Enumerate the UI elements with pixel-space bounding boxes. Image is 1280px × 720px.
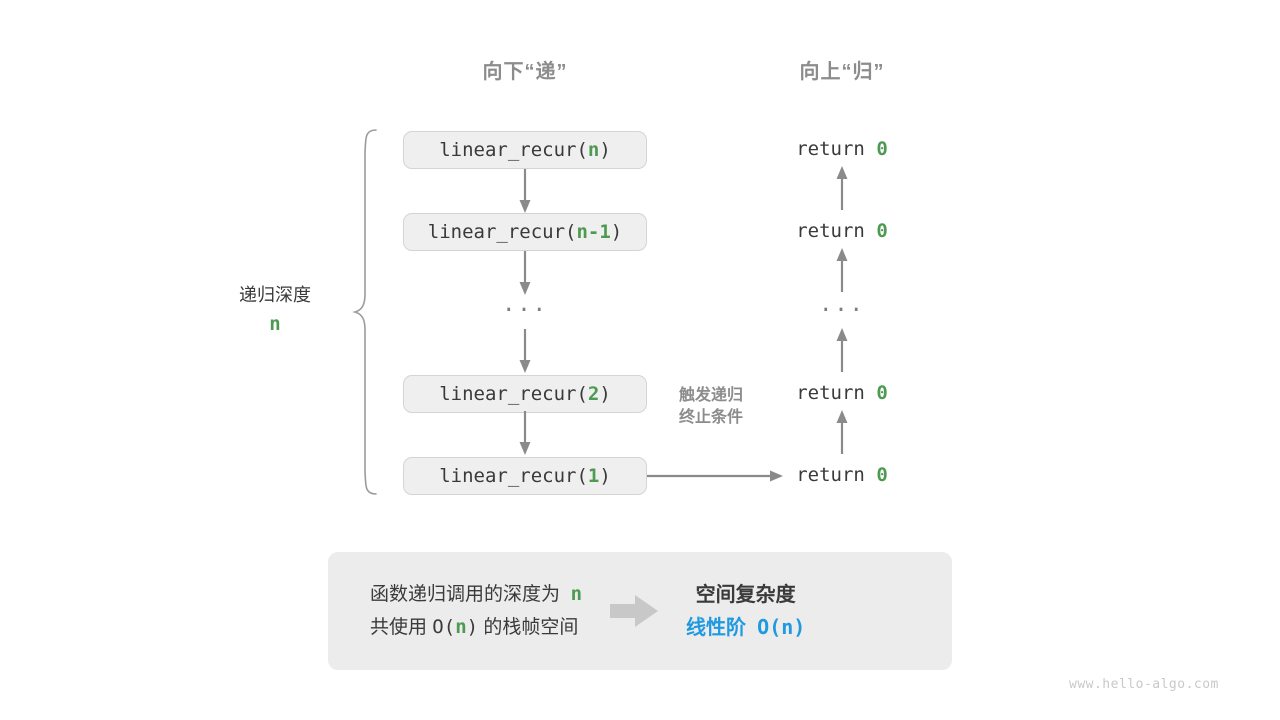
- arrow-up-2-icon: [836, 248, 848, 292]
- arrow-down-3-icon: [519, 329, 531, 373]
- return-value-2: 0: [876, 220, 888, 242]
- summary-line-1-n: n: [570, 582, 583, 605]
- summary-result-value: 线性阶 O(n): [686, 611, 805, 644]
- depth-brace-icon: [352, 129, 377, 495]
- return-keyword-3: return: [796, 382, 865, 404]
- summary-line-2-close: ): [466, 616, 479, 638]
- arrow-down-4-icon: [519, 411, 531, 455]
- call-box-2-suffix: ): [599, 383, 611, 405]
- column-header-up: 向上“归”: [799, 61, 885, 83]
- return-statement-1: return 0: [742, 138, 942, 160]
- summary-line-1-text: 函数递归调用的深度为: [370, 583, 561, 605]
- column-header-down: 向下“递”: [482, 61, 568, 83]
- return-keyword-2: return: [796, 220, 865, 242]
- summary-description: 函数递归调用的深度为 n 共使用 O(n) 的栈帧空间: [328, 578, 582, 645]
- call-box-n-minus-1-suffix: ): [610, 221, 623, 243]
- summary-result: 空间复杂度 线性阶 O(n): [686, 579, 805, 644]
- arrow-right-base-case-icon: [647, 470, 783, 482]
- return-value-4: 0: [876, 464, 888, 486]
- summary-line-2-n: n: [455, 616, 467, 638]
- arrow-down-2-icon: [519, 251, 531, 295]
- call-box-2-arg: 2: [587, 383, 600, 405]
- call-box-1-suffix: ): [599, 465, 611, 487]
- summary-result-order: 线性阶: [686, 616, 747, 639]
- arrow-up-3-icon: [836, 328, 848, 372]
- call-box-n-minus-1: linear_recur(n-1): [403, 213, 647, 251]
- call-box-n: linear_recur(n): [403, 131, 647, 169]
- summary-line-2-o: O(: [432, 616, 456, 638]
- trigger-condition-line1: 触发递归: [678, 387, 743, 404]
- call-box-n-minus-1-arg: n-1: [576, 221, 611, 243]
- call-box-n-minus-1-prefix: linear_recur(: [427, 221, 577, 243]
- trigger-condition-note: 触发递归 终止条件: [650, 385, 772, 428]
- call-box-n-arg: n: [587, 139, 600, 161]
- summary-result-title: 空间复杂度: [695, 583, 796, 606]
- return-statement-3: return 0: [742, 382, 942, 404]
- return-statement-4: return 0: [742, 464, 942, 486]
- summary-result-expr: O(n): [757, 614, 806, 639]
- summary-panel: 函数递归调用的深度为 n 共使用 O(n) 的栈帧空间 空间复杂度 线性阶 O(…: [328, 552, 952, 670]
- recursion-depth-label: 递归深度 n: [225, 282, 325, 339]
- recursion-depth-text: 递归深度: [239, 285, 311, 305]
- return-statement-2: return 0: [742, 220, 942, 242]
- return-ellipsis: ···: [819, 298, 865, 323]
- call-stack-ellipsis: ···: [502, 298, 548, 323]
- return-keyword-4: return: [796, 464, 865, 486]
- watermark: www.hello-algo.com: [1069, 677, 1219, 692]
- recursion-depth-value: n: [269, 312, 281, 335]
- trigger-condition-line2: 终止条件: [678, 408, 743, 426]
- block-arrow-right-icon: [610, 595, 659, 627]
- return-keyword-1: return: [796, 138, 865, 160]
- summary-line-2: 共使用 O(n) 的栈帧空间: [370, 611, 582, 644]
- call-box-2-prefix: linear_recur(: [439, 383, 588, 405]
- call-box-1: linear_recur(1): [403, 457, 647, 495]
- arrow-down-1-icon: [519, 169, 531, 213]
- summary-line-1: 函数递归调用的深度为 n: [370, 578, 582, 611]
- call-box-1-prefix: linear_recur(: [439, 465, 588, 487]
- summary-line-2-text-b: 的栈帧空间: [483, 617, 579, 638]
- call-box-n-suffix: ): [599, 139, 611, 161]
- arrow-up-4-icon: [836, 410, 848, 454]
- summary-line-2-text-a: 共使用: [370, 617, 428, 638]
- return-value-3: 0: [876, 382, 888, 404]
- call-box-1-arg: 1: [587, 465, 600, 487]
- call-box-2: linear_recur(2): [403, 375, 647, 413]
- call-box-n-prefix: linear_recur(: [439, 139, 588, 161]
- summary-implies-arrow: [608, 591, 660, 631]
- arrow-up-1-icon: [836, 166, 848, 210]
- return-value-1: 0: [876, 138, 888, 160]
